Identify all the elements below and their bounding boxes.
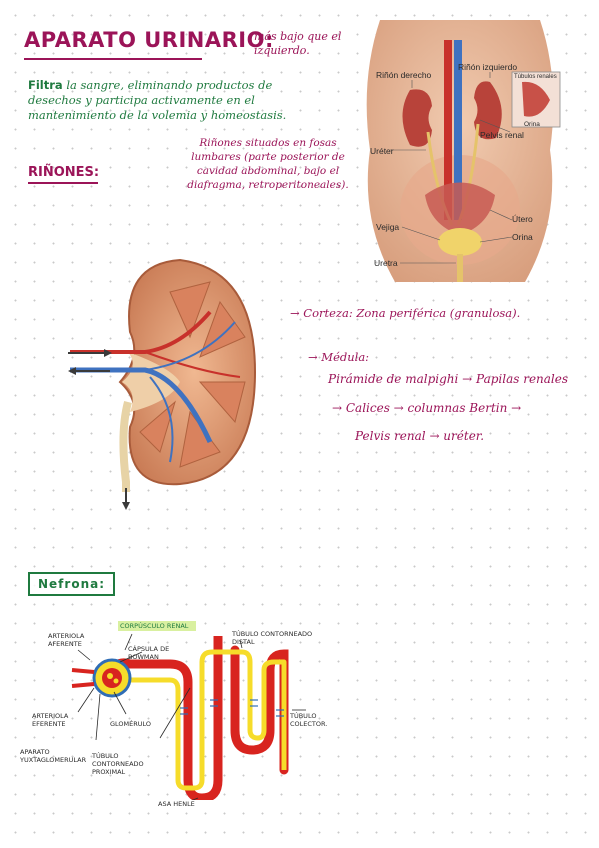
label-tubulos-renales: Túbulos renales — [514, 74, 557, 80]
pyramid-5 — [139, 400, 176, 453]
note-corteza: → Corteza: Zona periférica (granulosa). — [290, 306, 521, 320]
rinones-underline — [28, 182, 98, 184]
note-medula-line-2: → Calices → columnas Bertin → — [332, 401, 522, 415]
note-medula-heading: → Médula: — [308, 350, 370, 364]
left-kidney-shape — [474, 81, 502, 140]
label-orina: Orina — [512, 232, 533, 242]
label-rinon-izquierdo: Riñón izquierdo — [458, 62, 517, 72]
page-title: Aparato urinario: — [24, 28, 274, 52]
peritubular-capillary — [107, 645, 223, 800]
urethra-shape — [457, 254, 463, 282]
label-ureter: Uréter — [370, 146, 394, 156]
note-medula-line-3: Pelvis renal → uréter. — [355, 429, 485, 443]
label-rinon-derecho: Riñón derecho — [376, 70, 432, 80]
bladder-shape — [438, 228, 482, 256]
pyramid-3 — [198, 381, 246, 424]
nephron-diagram — [71, 633, 306, 800]
kidney-section-illustration — [68, 258, 257, 510]
label-corpusculo-renal: Corpúsculo renal — [120, 622, 189, 630]
label-glomerulo: Glomérulo — [110, 720, 152, 728]
pyramid-1 — [169, 281, 211, 339]
label-orina-inset: Orina — [524, 121, 540, 128]
label-pelvis-renal: Pelvis renal — [480, 130, 524, 140]
filtra-lead: Filtra — [28, 78, 63, 92]
label-tubulo-colector: Túbulo colector. — [290, 712, 328, 728]
aorta-shape — [444, 40, 452, 220]
title-underline — [24, 58, 202, 60]
efferent-arteriole-shape — [71, 682, 95, 688]
label-asa-henle: Asa Henle — [158, 800, 195, 808]
inset-kidney-shape — [522, 81, 550, 117]
label-utero: Útero — [512, 214, 533, 224]
uterus-shape — [425, 182, 495, 235]
label-capsula-bowman: Cápsula de Bowman — [128, 645, 170, 661]
corpusculo-highlight — [118, 621, 196, 631]
note-mas-bajo: más bajo que el izquierdo. — [254, 30, 342, 57]
anatomy-illustration: Riñón derecho Riñón izquierdo Túbulos re… — [366, 20, 561, 282]
nefrona-heading: Nefrona: — [28, 572, 116, 596]
renal-pelvis-shape — [122, 352, 180, 412]
afferent-arteriole-shape — [71, 668, 95, 674]
filtra-text: la sangre, eliminando productos de desec… — [28, 78, 287, 122]
rinones-heading: Riñones: — [28, 165, 100, 180]
vena-cava-shape — [454, 40, 462, 220]
intro-paragraph: Filtra la sangre, eliminando productos d… — [28, 78, 328, 123]
label-arteriola-eferente: Arteriola eferente — [32, 712, 69, 728]
label-tubulo-proximal: Túbulo contorneado proximal — [92, 752, 144, 776]
label-uretra: Uretra — [374, 258, 398, 268]
renal-tubule — [130, 649, 287, 791]
note-rinones-situados: Riñones situados en fosas lumbares (part… — [187, 137, 349, 191]
label-aparato-yuxtaglomerular: Aparato yuxtaglomerular — [20, 748, 87, 764]
label-vejiga: Vejiga — [376, 222, 399, 232]
distal-capillary — [230, 645, 289, 775]
ureter-shape — [119, 400, 132, 492]
label-tubulo-distal: Túbulo contorneado distal — [232, 630, 313, 646]
label-arteriola-aferente: Arteriola aferente — [48, 632, 85, 648]
right-kidney-shape — [402, 89, 432, 147]
note-medula-line-1: Pirámide de malpighi → Papilas renales — [328, 372, 569, 386]
